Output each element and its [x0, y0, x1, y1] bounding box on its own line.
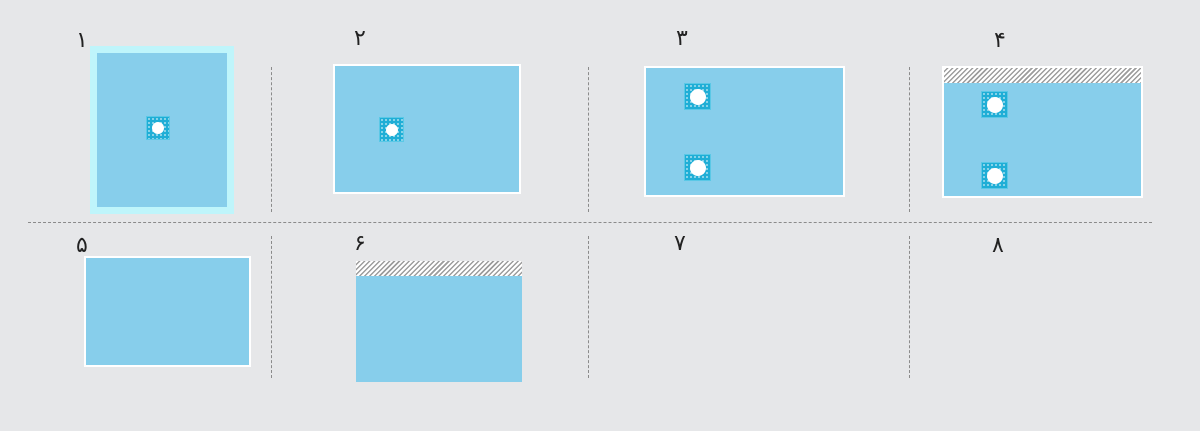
panel-1[interactable] — [90, 46, 234, 214]
hatched-strip — [944, 68, 1141, 83]
panel-2[interactable] — [333, 64, 521, 194]
port-icon[interactable] — [146, 116, 170, 140]
panel-5[interactable] — [84, 256, 251, 367]
cell-5-label: ۵ — [76, 233, 88, 258]
vertical-divider-2-top — [588, 67, 589, 212]
port-icon[interactable] — [684, 154, 711, 181]
cell-8-label: ۸ — [992, 233, 1004, 258]
horizontal-divider — [28, 222, 1152, 223]
vertical-divider-1-top — [271, 67, 272, 212]
vertical-divider-3-top — [909, 67, 910, 212]
panel-6[interactable] — [356, 261, 522, 382]
vertical-divider-3-bottom — [909, 236, 910, 378]
hatched-strip — [356, 261, 522, 276]
cell-4-label: ۴ — [994, 28, 1006, 53]
vertical-divider-2-bottom — [588, 236, 589, 378]
cell-7-label: ۷ — [674, 231, 686, 256]
vertical-divider-1-bottom — [271, 236, 272, 378]
port-icon[interactable] — [981, 91, 1008, 118]
cell-6-label: ۶ — [354, 231, 366, 256]
port-icon[interactable] — [981, 162, 1008, 189]
port-icon[interactable] — [379, 117, 404, 142]
cell-1-label: ۱ — [76, 28, 88, 53]
cell-2-label: ۲ — [354, 26, 366, 51]
port-icon[interactable] — [684, 83, 711, 110]
panel-4[interactable] — [942, 66, 1143, 198]
cell-3-label: ۳ — [676, 26, 688, 51]
panel-3[interactable] — [644, 66, 845, 197]
